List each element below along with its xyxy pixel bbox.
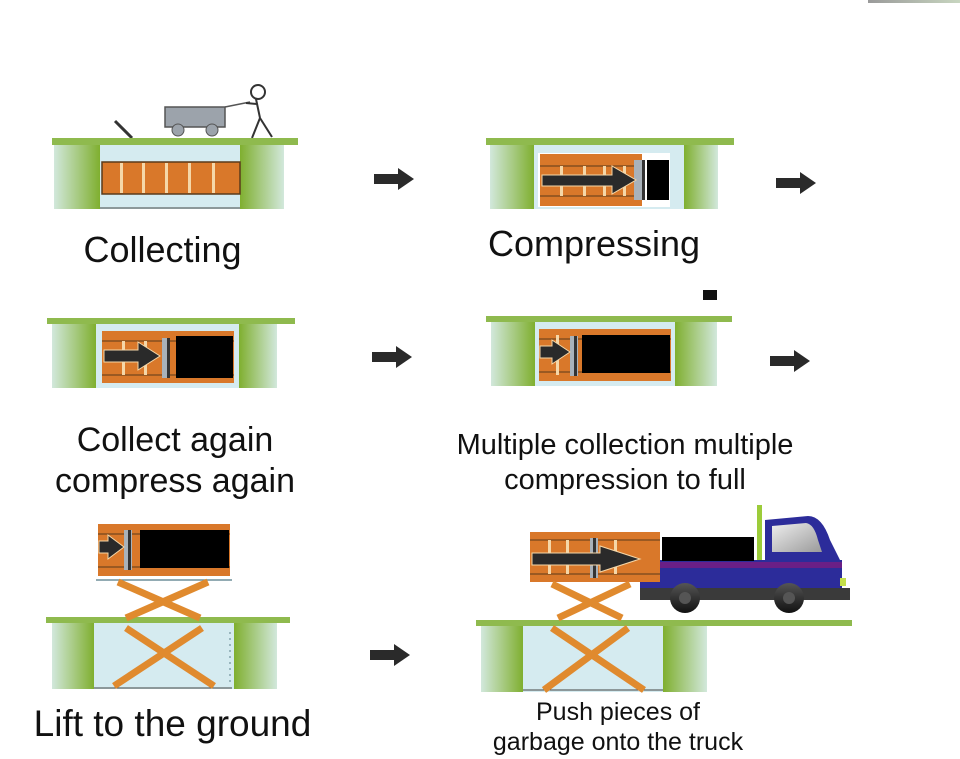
step-3-caption-line-1: Collect again bbox=[76, 421, 274, 459]
bin-icon bbox=[538, 153, 670, 207]
scissor-lift-icon bbox=[541, 580, 646, 693]
truck-icon bbox=[640, 505, 850, 613]
compress-arrow-icon bbox=[103, 341, 161, 371]
flow-arrow-4-icon bbox=[770, 350, 810, 372]
platform-icon bbox=[52, 138, 298, 209]
garbage-block-icon bbox=[176, 336, 233, 378]
cart-icon bbox=[164, 101, 251, 137]
flow-arrow-2-icon bbox=[776, 172, 816, 194]
step-2-caption: Compressing bbox=[487, 223, 701, 264]
platform-icon bbox=[486, 138, 734, 209]
garbage-block-icon bbox=[647, 160, 669, 200]
scissor-lift-icon bbox=[112, 578, 216, 689]
compress-arrow-icon bbox=[541, 165, 637, 195]
step-4-caption-line-1: Multiple collection multiple bbox=[456, 429, 794, 461]
lid-lever-icon bbox=[113, 119, 134, 140]
step-1-caption: Collecting bbox=[83, 229, 242, 270]
bin-icon bbox=[530, 532, 660, 582]
flow-arrow-5-icon bbox=[370, 644, 410, 666]
compress-arrow-icon bbox=[98, 534, 125, 560]
bin-icon bbox=[539, 329, 671, 381]
step-6-caption: Push pieces of garbage onto the truck bbox=[458, 697, 778, 757]
step-4-caption: Multiple collection multiple compression… bbox=[420, 428, 830, 498]
platform-icon bbox=[486, 316, 732, 386]
step-6-caption-line-2: garbage onto the truck bbox=[492, 728, 744, 756]
compress-arrow-icon bbox=[531, 545, 642, 573]
step-3-caption-line-2: compress again bbox=[54, 461, 295, 500]
garbage-block-icon bbox=[662, 537, 754, 561]
step-5-caption: Lift to the ground bbox=[33, 703, 312, 744]
bin-icon bbox=[96, 522, 232, 581]
step-4-caption-line-2: compression to full bbox=[504, 463, 746, 496]
bin-icon bbox=[100, 161, 241, 209]
top-edge-artifact bbox=[868, 0, 960, 3]
platform-icon bbox=[476, 620, 852, 692]
garbage-block-icon bbox=[582, 335, 670, 373]
platform-icon bbox=[47, 318, 295, 388]
garbage-block-icon bbox=[140, 530, 229, 568]
flow-arrow-3-icon bbox=[372, 346, 412, 368]
speck-artifact bbox=[703, 290, 717, 300]
step-3-caption: Collect again compress again bbox=[30, 420, 320, 502]
flow-arrow-1-icon bbox=[374, 168, 414, 190]
platform-icon bbox=[46, 617, 290, 689]
compress-arrow-icon bbox=[539, 339, 571, 365]
bin-icon bbox=[102, 331, 234, 383]
step-6-caption-line-1: Push pieces of bbox=[536, 698, 700, 726]
person-icon bbox=[245, 84, 273, 139]
